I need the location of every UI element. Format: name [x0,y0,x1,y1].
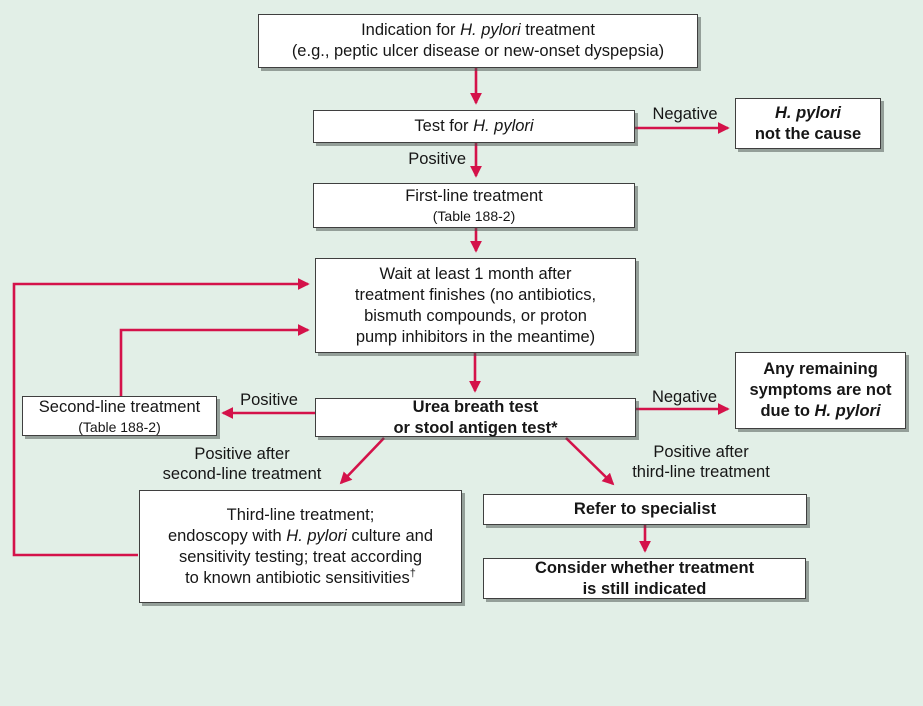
label-positive-after-second-line2: second-line treatment [162,465,322,483]
node-indication-line2: (e.g., peptic ulcer disease or new-onset… [291,42,665,60]
label-positive-after-third-line2: third-line treatment [632,463,770,481]
node-not-cause: H. pylori not the cause [735,98,881,149]
hpylori-italic: H. pylori [814,402,881,420]
node-third-line-line4: to known antibiotic sensitivities† [185,567,416,587]
node-wait-line2: treatment finishes (no antibiotics, [354,285,597,304]
node-urea-test: Urea breath test or stool antigen test* [315,398,636,437]
node-wait: Wait at least 1 month after treatment fi… [315,258,636,353]
node-indication: Indication for H. pylori treatment (e.g.… [258,14,698,68]
node-not-cause-line1: H. pylori [775,103,841,124]
node-second-line-title: Second-line treatment [38,397,201,416]
node-first-line-tableref: (Table 188-2) [432,208,516,224]
node-urea-line1: Urea breath test [412,397,539,416]
node-third-line-line2: endoscopy with H. pylori culture and [167,526,434,545]
node-refer-text: Refer to specialist [573,500,717,518]
node-third-line: Third-line treatment; endoscopy with H. … [139,490,462,603]
label-positive-after-second: Positive after second-line treatment [148,444,336,484]
node-wait-line1: Wait at least 1 month after [379,264,572,283]
label-positive-urea: Positive [240,391,298,409]
label-positive-after-third-line1: Positive after [653,443,749,461]
node-wait-line3: bismuth compounds, or proton [364,306,587,325]
node-wait-line4: pump inhibitors in the meantime) [355,327,596,346]
node-indication-line1: Indication for H. pylori treatment [361,21,595,39]
dagger-footnote-mark: † [409,567,416,579]
label-positive-after-second-line1: Positive after [194,445,290,463]
label-positive-after-third: Positive after third-line treatment [606,442,796,482]
arrow-urea-to-thirdline [339,437,385,485]
label-negative-test: Negative [652,105,718,123]
node-first-line-title: First-line treatment [405,187,543,205]
node-consider-line1: Consider whether treatment [534,558,755,577]
label-negative-urea: Negative [651,388,718,406]
node-test: Test for H. pylori [313,110,635,143]
node-any-remaining: Any remaining symptoms are not due to H.… [735,352,906,429]
node-refer-specialist: Refer to specialist [483,494,807,525]
hpylori-italic: H. pylori [473,117,534,135]
node-first-line: First-line treatment (Table 188-2) [313,183,635,228]
node-urea-line2: or stool antigen test* [393,418,558,437]
node-second-line: Second-line treatment (Table 188-2) [22,396,217,436]
hpylori-italic: H. pylori [774,103,841,122]
node-test-text: Test for H. pylori [414,117,534,135]
node-consider-line2: is still indicated [582,579,707,598]
label-positive-test: Positive [408,150,466,168]
node-any-remaining-line3: due to H. pylori [760,402,881,420]
node-second-line-tableref: (Table 188-2) [78,418,161,435]
node-any-remaining-line2: symptoms are not [749,381,892,399]
node-third-line-line1: Third-line treatment; [226,505,375,524]
hpylori-italic: H. pylori [286,526,347,545]
node-not-cause-line2: not the cause [754,124,862,143]
node-consider: Consider whether treatment is still indi… [483,558,806,599]
hpylori-italic: H. pylori [460,21,521,39]
node-third-line-line3: sensitivity testing; treat according [178,547,423,566]
node-any-remaining-line1: Any remaining [763,360,878,378]
arrow-secondline-loop-to-wait [119,324,310,396]
